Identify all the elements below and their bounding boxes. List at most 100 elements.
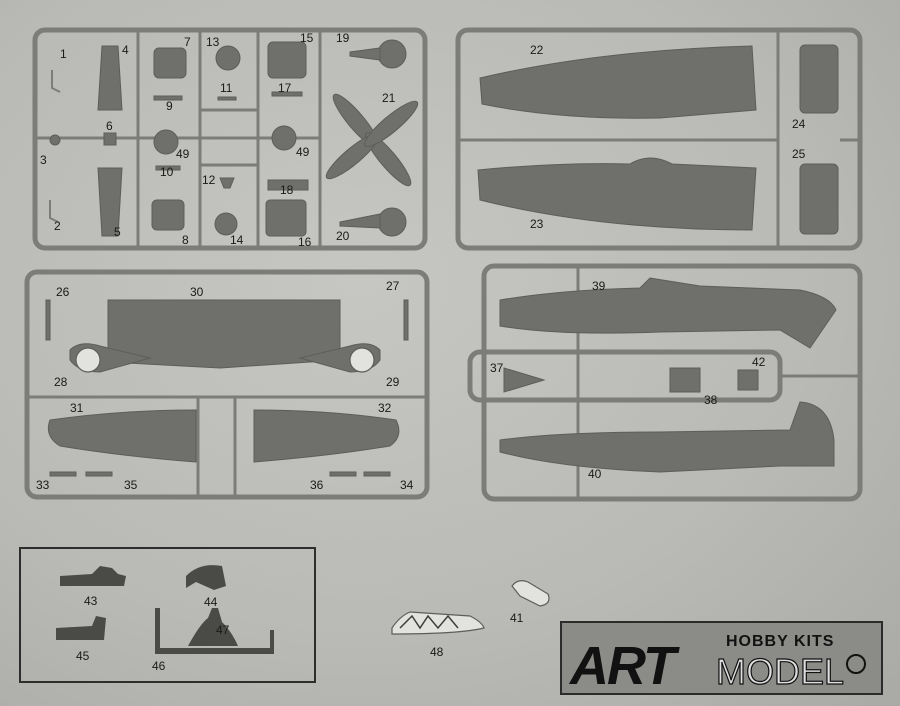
- part-number-label: 22: [530, 43, 544, 57]
- part-number-label: 46: [152, 659, 166, 673]
- part-34-shape: [363, 471, 391, 477]
- part-8-shape: [151, 199, 185, 231]
- part-24-shape: [799, 44, 839, 114]
- part-number-label: 2: [54, 219, 61, 233]
- part-44-shape: [186, 565, 226, 590]
- part-16-shape: [265, 199, 307, 237]
- part-number-label: 31: [70, 401, 84, 415]
- part-13-shape: [215, 45, 241, 71]
- logo-model-text: MODEL: [716, 651, 844, 692]
- part-number-label: 24: [792, 117, 806, 131]
- part-14-shape: [214, 212, 238, 236]
- part-number-label: 26: [56, 285, 70, 299]
- part-15-shape: [267, 41, 307, 79]
- sprue-a-parts: [49, 39, 419, 237]
- part-27-shape: [403, 299, 409, 341]
- part-5-shape: [97, 167, 123, 237]
- part-number-label: 44: [204, 595, 218, 609]
- part-number-label: 32: [378, 401, 392, 415]
- part-number-label: 23: [530, 217, 544, 231]
- part-number-label: 29: [386, 375, 400, 389]
- part-number-label: 34: [400, 478, 414, 492]
- extras-box: [19, 547, 316, 683]
- part-number-label: 13: [206, 35, 220, 49]
- part-38-shape: [669, 367, 701, 393]
- part-number-label: 45: [76, 649, 90, 663]
- part-18-shape: [267, 179, 309, 191]
- part-number-label: 3: [40, 153, 47, 167]
- part-number-label: 4: [122, 43, 129, 57]
- part-number-label: 1: [60, 47, 67, 61]
- part-42-shape: [737, 369, 759, 391]
- part-4-shape: [97, 45, 123, 111]
- sprue-frame-b: [455, 27, 863, 251]
- part-45-shape: [56, 616, 106, 640]
- sprue-frame-c: [24, 269, 430, 500]
- part-22-shape: [479, 45, 757, 119]
- loose-parts: [391, 580, 550, 635]
- part-number-label: 48: [430, 645, 444, 659]
- part-number-label: 8: [182, 233, 189, 247]
- part-number-label: 19: [336, 31, 350, 45]
- brand-logo: ART HOBBY KITS MODEL: [560, 621, 883, 696]
- part-number-label: 37: [490, 361, 504, 375]
- logo-art-text: ART: [568, 636, 680, 696]
- part-23-shape: [477, 157, 757, 231]
- part-6-shape: [103, 132, 117, 146]
- part-number-label: 30: [190, 285, 204, 299]
- part-3-shape: [49, 134, 61, 146]
- part-39-shape: [499, 277, 837, 349]
- part-number-label: 16: [298, 235, 312, 249]
- part-33-shape: [49, 471, 77, 477]
- part-12-shape: [219, 177, 235, 189]
- part-19-shaft: [349, 47, 381, 61]
- part-number-label: 6: [106, 119, 113, 133]
- part-37-shape: [503, 367, 546, 393]
- part-36-shape: [329, 471, 357, 477]
- part-11-shape: [217, 96, 237, 101]
- part-number-label: 43: [84, 594, 98, 608]
- part-number-label: 18: [280, 183, 294, 197]
- part-2-shape: [49, 200, 59, 223]
- part-40-shape: [499, 401, 835, 473]
- part-26-shape: [45, 299, 51, 341]
- part-10-shape: [155, 165, 181, 171]
- part-46-shape: [155, 608, 274, 654]
- part-number-label: 12: [202, 173, 216, 187]
- part-number-label: 33: [36, 478, 50, 492]
- part-number-label: 42: [752, 355, 766, 369]
- part-number-label: 28: [54, 375, 68, 389]
- part-number-label: 15: [300, 31, 314, 45]
- part-number-label: 35: [124, 478, 138, 492]
- part-25-shape: [799, 163, 839, 235]
- part-21-shape: [325, 93, 419, 187]
- part-number-label: 39: [592, 279, 606, 293]
- part-number-label: 40: [588, 467, 602, 481]
- part-number-label: 49: [176, 147, 190, 161]
- part-49-shape-a: [153, 129, 179, 155]
- part-32-shape: [253, 409, 400, 463]
- part-labels: 1234567891011121314151617181920212223242…: [36, 31, 806, 673]
- part-9-shape: [153, 95, 183, 101]
- part-number-label: 10: [160, 165, 174, 179]
- sprue-b-parts: [477, 44, 839, 235]
- part-49-shape-b: [271, 125, 297, 151]
- part-17-shape: [271, 91, 303, 97]
- part-number-label: 41: [510, 611, 524, 625]
- part-1-shape: [51, 70, 61, 93]
- part-48-shape: [391, 611, 485, 635]
- part-number-label: 21: [382, 91, 396, 105]
- part-43-shape: [60, 566, 126, 586]
- part-47-shape: [188, 608, 238, 646]
- part-number-label: 14: [230, 233, 244, 247]
- part-number-label: 27: [386, 279, 400, 293]
- sprue-d-parts: [499, 277, 837, 473]
- part-19-shape: [377, 39, 407, 69]
- part-number-label: 5: [114, 225, 121, 239]
- part-41-shape: [511, 580, 550, 607]
- logo-badge-icon: [846, 654, 866, 674]
- part-number-label: 47: [216, 623, 230, 637]
- part-35-shape: [85, 471, 113, 477]
- part-31-shape: [47, 409, 197, 463]
